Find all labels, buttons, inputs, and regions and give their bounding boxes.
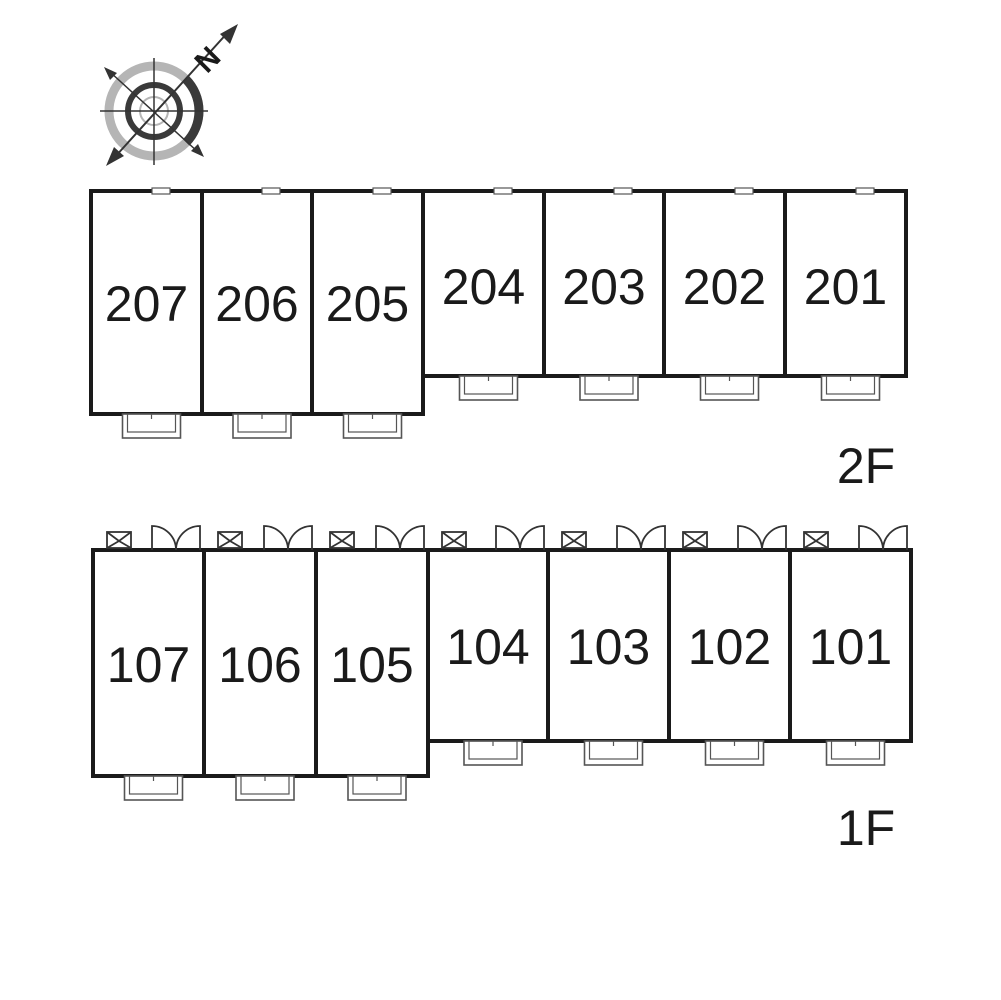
unit-number-label: 201 (804, 259, 887, 315)
unit-number-label: 102 (688, 619, 771, 675)
balcony-icon (458, 375, 519, 401)
unit-number-label: 103 (567, 619, 650, 675)
door-swing-icon (495, 525, 545, 551)
balcony-icon (121, 413, 182, 439)
unit-number-label: 204 (442, 259, 525, 315)
window-icon (734, 187, 754, 195)
unit-number-label: 101 (809, 619, 892, 675)
unit-206: 206 (200, 187, 314, 439)
unit-202: 202 (662, 187, 787, 401)
door-swing-icon (616, 525, 666, 551)
unit-103: 103 (546, 525, 671, 766)
floor-label-2f: 2F (837, 438, 895, 494)
window-icon (855, 187, 875, 195)
compass-rose-icon (100, 24, 238, 166)
balcony-icon (235, 775, 295, 801)
door-swing-icon (375, 525, 425, 551)
unit-outline (200, 189, 314, 416)
meter-box-icon (329, 531, 355, 549)
unit-outline (783, 189, 908, 378)
unit-number-label: 106 (218, 637, 301, 693)
unit-outline (310, 189, 425, 416)
meter-box-icon (803, 531, 829, 549)
balcony-icon (579, 375, 639, 401)
meter-box-icon (217, 531, 243, 549)
door-swing-icon (737, 525, 787, 551)
unit-105: 105 (314, 525, 430, 801)
unit-outline (662, 189, 787, 378)
unit-101: 101 (788, 525, 913, 766)
meter-box-icon (682, 531, 708, 549)
unit-outline (89, 189, 204, 416)
meter-box-icon (441, 531, 467, 549)
floor-label-1f: 1F (837, 800, 895, 856)
door-swing-icon (263, 525, 313, 551)
floor-2f: 207 206 205 204 203 202 201 (89, 187, 908, 439)
floor-1f: 107 106 105 104 103 102 101 (91, 525, 913, 801)
unit-outline (667, 548, 792, 743)
unit-number-label: 206 (215, 276, 298, 332)
unit-104: 104 (426, 525, 550, 766)
balcony-icon (232, 413, 292, 439)
unit-number-label: 203 (562, 259, 645, 315)
unit-outline (202, 548, 318, 778)
balcony-icon (820, 375, 881, 401)
unit-number-label: 205 (326, 276, 409, 332)
window-icon (493, 187, 513, 195)
balcony-icon (583, 740, 644, 766)
window-icon (261, 187, 281, 195)
unit-outline (421, 189, 546, 378)
meter-box-icon (106, 531, 132, 549)
unit-203: 203 (542, 187, 666, 401)
window-icon (372, 187, 392, 195)
unit-107: 107 (91, 525, 206, 801)
unit-number-label: 107 (107, 637, 190, 693)
unit-outline (788, 548, 913, 743)
balcony-icon (342, 413, 403, 439)
unit-204: 204 (421, 187, 546, 401)
unit-102: 102 (667, 525, 792, 766)
balcony-icon (699, 375, 760, 401)
unit-number-label: 207 (105, 276, 188, 332)
balcony-icon (463, 740, 523, 766)
unit-106: 106 (202, 525, 318, 801)
balcony-icon (123, 775, 184, 801)
unit-207: 207 (89, 187, 204, 439)
unit-number-label: 105 (330, 637, 413, 693)
balcony-icon (825, 740, 886, 766)
unit-201: 201 (783, 187, 908, 401)
unit-number-label: 104 (446, 619, 529, 675)
window-icon (613, 187, 633, 195)
window-icon (151, 187, 171, 195)
balcony-icon (347, 775, 407, 801)
unit-number-label: 202 (683, 259, 766, 315)
meter-box-icon (561, 531, 587, 549)
balcony-icon (704, 740, 765, 766)
door-swing-icon (858, 525, 908, 551)
unit-205: 205 (310, 187, 425, 439)
compass-north-label: N (189, 41, 228, 80)
door-swing-icon (151, 525, 201, 551)
